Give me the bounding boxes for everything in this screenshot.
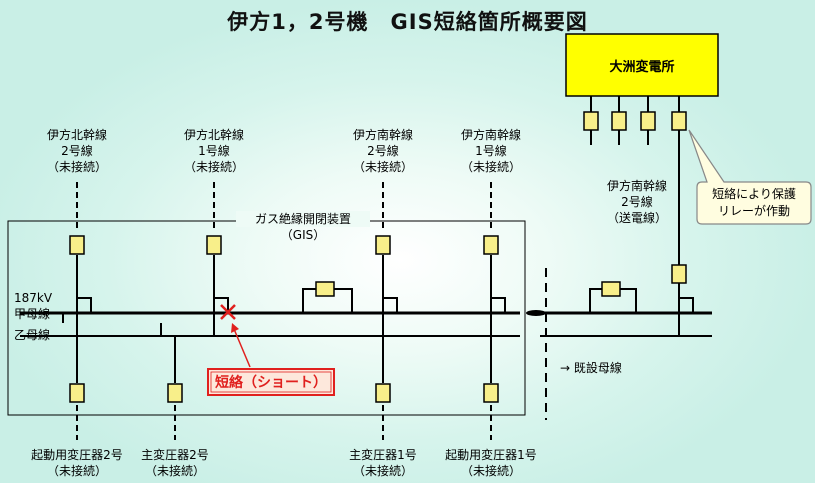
short-circuit-mark — [220, 304, 236, 320]
breaker — [583, 111, 599, 131]
breaker — [315, 281, 335, 297]
bus-joint — [526, 310, 546, 316]
breaker — [167, 383, 183, 403]
bus-b-label: 乙母線 — [14, 328, 51, 342]
breaker — [375, 383, 391, 403]
breaker — [206, 235, 222, 255]
existing-bus-label: → 既設母線 — [560, 361, 622, 375]
breaker — [671, 264, 687, 284]
transformer-label: 主変圧器2号（未接続） — [141, 448, 209, 478]
breaker — [611, 111, 627, 131]
callout-bubble — [688, 129, 812, 225]
substation-name: 大洲変電所 — [609, 59, 675, 75]
breaker — [640, 111, 656, 131]
substation-box — [565, 33, 719, 97]
breaker — [69, 383, 85, 403]
diagram-title: 伊方1，2号機 GIS短絡箇所概要図 — [227, 10, 588, 34]
breaker — [601, 281, 621, 297]
breaker — [69, 235, 85, 255]
short-label-box — [207, 368, 335, 396]
breaker — [483, 383, 499, 403]
transformer-label: 起動用変圧器2号（未接続） — [31, 448, 123, 478]
short-arrow — [233, 328, 251, 368]
gis-label: ガス絶縁開閉装置（GIS） — [236, 211, 370, 243]
transformer-label: 起動用変圧器1号（未接続） — [445, 448, 537, 478]
breaker — [671, 111, 687, 131]
breaker — [375, 235, 391, 255]
short-circuit-label: 短絡（ショート） — [215, 375, 327, 391]
breaker — [483, 235, 499, 255]
relay-callout-text: 短絡により保護リレーが作動 — [712, 187, 796, 218]
transformer-label: 主変圧器1号（未接続） — [349, 448, 417, 478]
